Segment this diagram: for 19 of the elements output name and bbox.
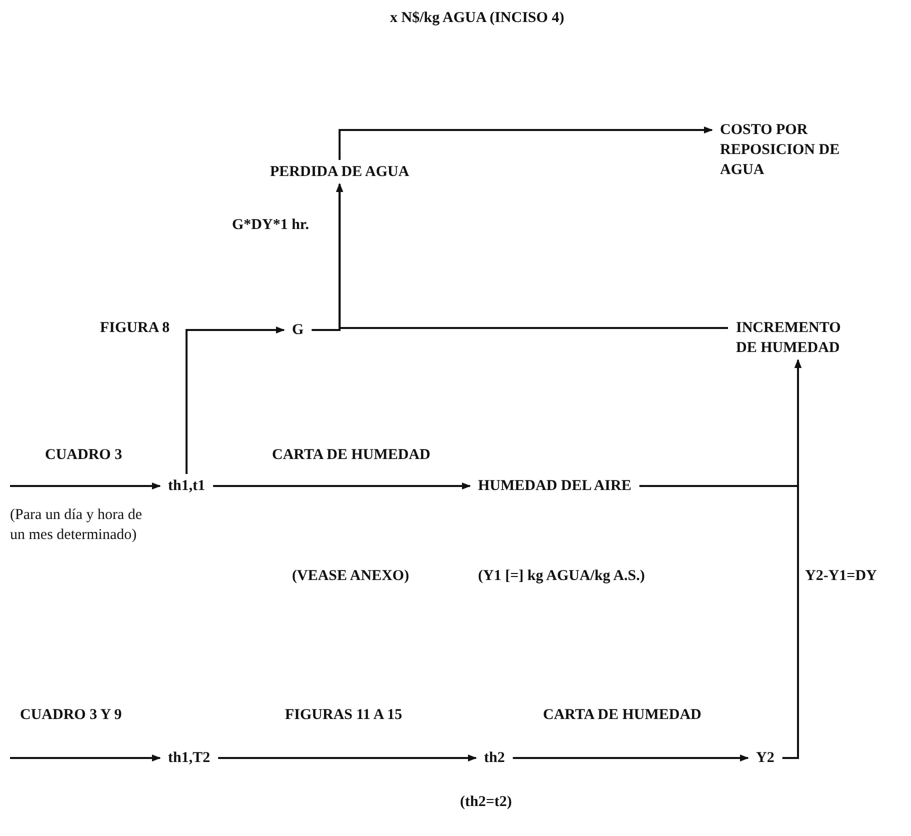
arrow <box>782 359 802 759</box>
node-text: th2 <box>476 746 513 770</box>
arrow <box>512 754 749 762</box>
arrow <box>10 482 161 490</box>
node-text: HUMEDAD DEL AIRE <box>470 474 640 498</box>
arrow <box>186 326 285 474</box>
arrow <box>338 126 713 160</box>
arrow <box>336 183 728 329</box>
node-text: PERDIDA DE AGUA <box>262 160 418 184</box>
node-text: COSTO POR REPOSICION DE AGUA <box>712 118 852 182</box>
node-text: INCREMENTO DE HUMEDAD <box>728 316 868 360</box>
arrow <box>10 754 161 762</box>
node-text: th1,T2 <box>160 746 218 770</box>
node-text: th1,t1 <box>160 474 214 498</box>
arrow <box>213 482 471 490</box>
note-text: x N$/kg AGUA (INCISO 4) <box>390 8 564 28</box>
arrow <box>218 754 477 762</box>
node-text: G <box>284 318 312 342</box>
node-text: Y2 <box>748 746 782 770</box>
